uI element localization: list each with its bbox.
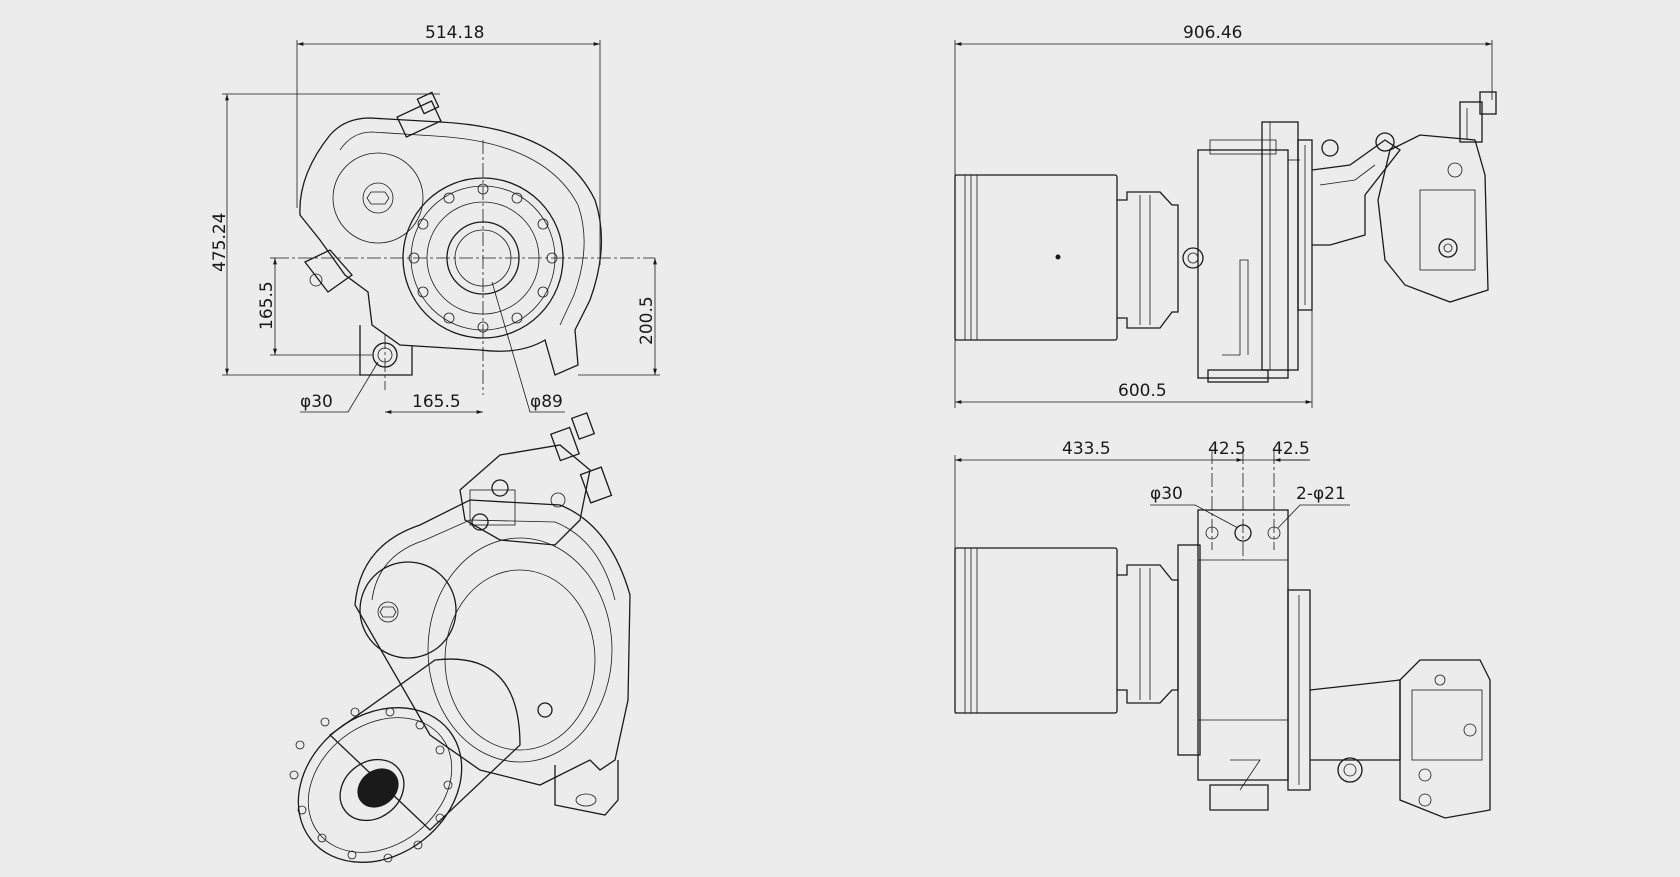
side-view: 906.46 600.5 (954, 23, 1497, 408)
dim-height-475: 475.24 (210, 213, 230, 272)
dim-axis-height-left: 165.5 (257, 281, 277, 330)
front-view: 514.18 475.24 165.5 200.5 165.5 φ30 φ89 (210, 23, 660, 414)
dim-hole-pitch-left: 42.5 (1208, 439, 1246, 459)
dim-overall-length: 906.46 (1183, 23, 1242, 43)
dim-width-514: 514.18 (425, 23, 484, 43)
dim-axis-height-right: 200.5 (637, 296, 657, 345)
dim-mount-hole: φ30 (300, 392, 333, 412)
side-view-dimensions: 906.46 600.5 (954, 23, 1493, 408)
isometric-bolts (289, 707, 453, 863)
bottom-view-dimensions: 433.5 42.5 42.5 φ30 2-φ21 (954, 439, 1350, 548)
dim-bore: φ89 (530, 392, 563, 412)
isometric-view (289, 412, 631, 863)
front-view-dimensions: 514.18 475.24 165.5 200.5 165.5 φ30 φ89 (210, 23, 660, 414)
dim-hole-pitch-right: 42.5 (1272, 439, 1310, 459)
dim-center-hole: φ30 (1150, 484, 1183, 504)
dim-hole-offset: 165.5 (412, 392, 461, 412)
dim-length-to-hole: 433.5 (1062, 439, 1111, 459)
dim-length-to-flange: 600.5 (1118, 381, 1167, 401)
bottom-view: 433.5 42.5 42.5 φ30 2-φ21 (954, 439, 1491, 819)
dim-side-holes: 2-φ21 (1296, 484, 1346, 504)
front-view-housing (275, 91, 655, 395)
